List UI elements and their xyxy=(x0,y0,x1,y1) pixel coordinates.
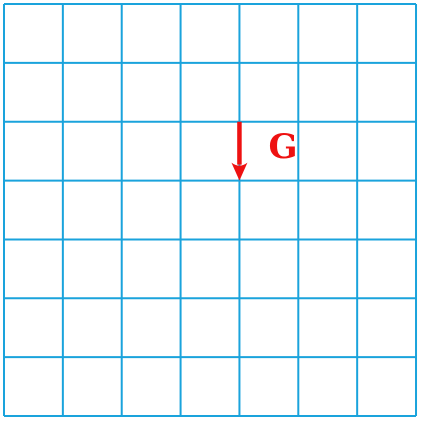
force-vector-g: G xyxy=(231,121,297,181)
force-arrow-head xyxy=(231,162,248,181)
grid xyxy=(3,3,418,418)
force-label: G xyxy=(268,127,297,167)
